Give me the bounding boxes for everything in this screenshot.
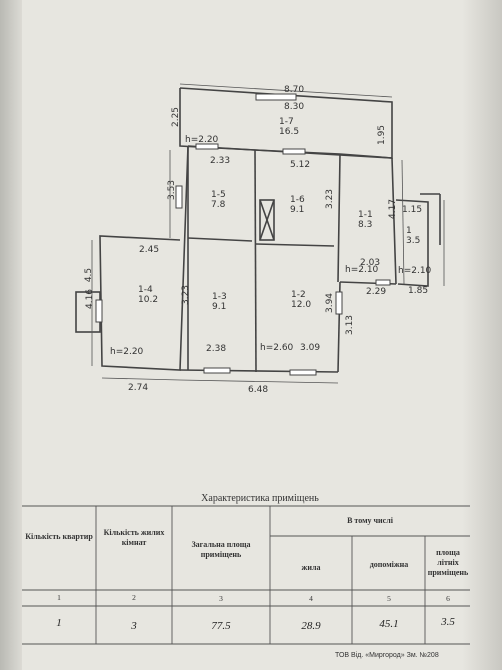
dim-label: 2.38 xyxy=(206,344,227,354)
col-number: 2 xyxy=(132,593,136,602)
dim-label: 3.09 xyxy=(300,343,321,353)
col-number: 4 xyxy=(309,594,313,603)
dim-label: 5.12 xyxy=(290,160,311,170)
value-summer: 3.5 xyxy=(441,616,455,628)
header-aux: допоміжна xyxy=(369,560,409,569)
header-total: Загальна площа приміщень xyxy=(191,540,251,559)
height-label: h=2.20 xyxy=(110,347,144,357)
dim-label: 4.16 xyxy=(85,288,96,310)
dim-label: 6.48 xyxy=(248,385,269,395)
height-label: h=2.20 xyxy=(185,135,219,145)
height-label: h=2.60 xyxy=(260,343,294,353)
value-total: 77.5 xyxy=(211,620,231,632)
dim-label: 8.30 xyxy=(284,102,305,112)
dim-label: 2.74 xyxy=(128,383,149,393)
dim-label: 2.45 xyxy=(139,245,160,255)
dim-label: 3.53 xyxy=(167,179,178,201)
col-number: 5 xyxy=(387,594,391,603)
dim-label: 3.94 xyxy=(325,292,336,314)
footer-stamp: ТОВ Від. «Миргород» Зм. №208 xyxy=(335,652,439,659)
value-aux: 45.1 xyxy=(379,618,399,630)
dim-label: 2.29 xyxy=(366,287,387,297)
binding-shadow xyxy=(0,0,22,670)
header-rooms: Кількість жилих кімнат xyxy=(103,528,165,547)
dim-label: 1.85 xyxy=(408,286,429,296)
header-summer: площа літніх приміщень xyxy=(427,548,469,577)
dim-label: 2.25 xyxy=(171,106,182,128)
height-label: h=2.10 xyxy=(345,265,379,275)
header-apartments: Кількість квартир xyxy=(25,532,93,541)
dim-label: 4.5 xyxy=(84,267,95,283)
dim-label: 2.33 xyxy=(210,156,231,166)
dim-label: 8.70 xyxy=(284,85,305,95)
dim-label: 3.23 xyxy=(325,188,336,210)
col-number: 1 xyxy=(57,593,61,602)
height-label: h=2.10 xyxy=(398,266,432,276)
dim-label: 1.95 xyxy=(377,124,388,146)
header-incl: В тому числі xyxy=(347,516,393,525)
col-number: 6 xyxy=(446,594,450,603)
table-title: Характеристика приміщень xyxy=(201,493,319,504)
dim-label: 1.15 xyxy=(402,205,423,215)
dim-label: 3.13 xyxy=(345,314,356,336)
header-living: жила xyxy=(301,563,321,572)
dim-label: 4.17 xyxy=(388,198,399,220)
page-edge xyxy=(462,0,502,670)
col-number: 3 xyxy=(219,594,223,603)
dim-label: 3.23 xyxy=(181,284,192,306)
value-apartments: 1 xyxy=(56,617,62,629)
value-rooms: 3 xyxy=(131,620,137,632)
dim-label: 2.03 xyxy=(360,258,381,268)
value-living: 28.9 xyxy=(301,620,321,632)
